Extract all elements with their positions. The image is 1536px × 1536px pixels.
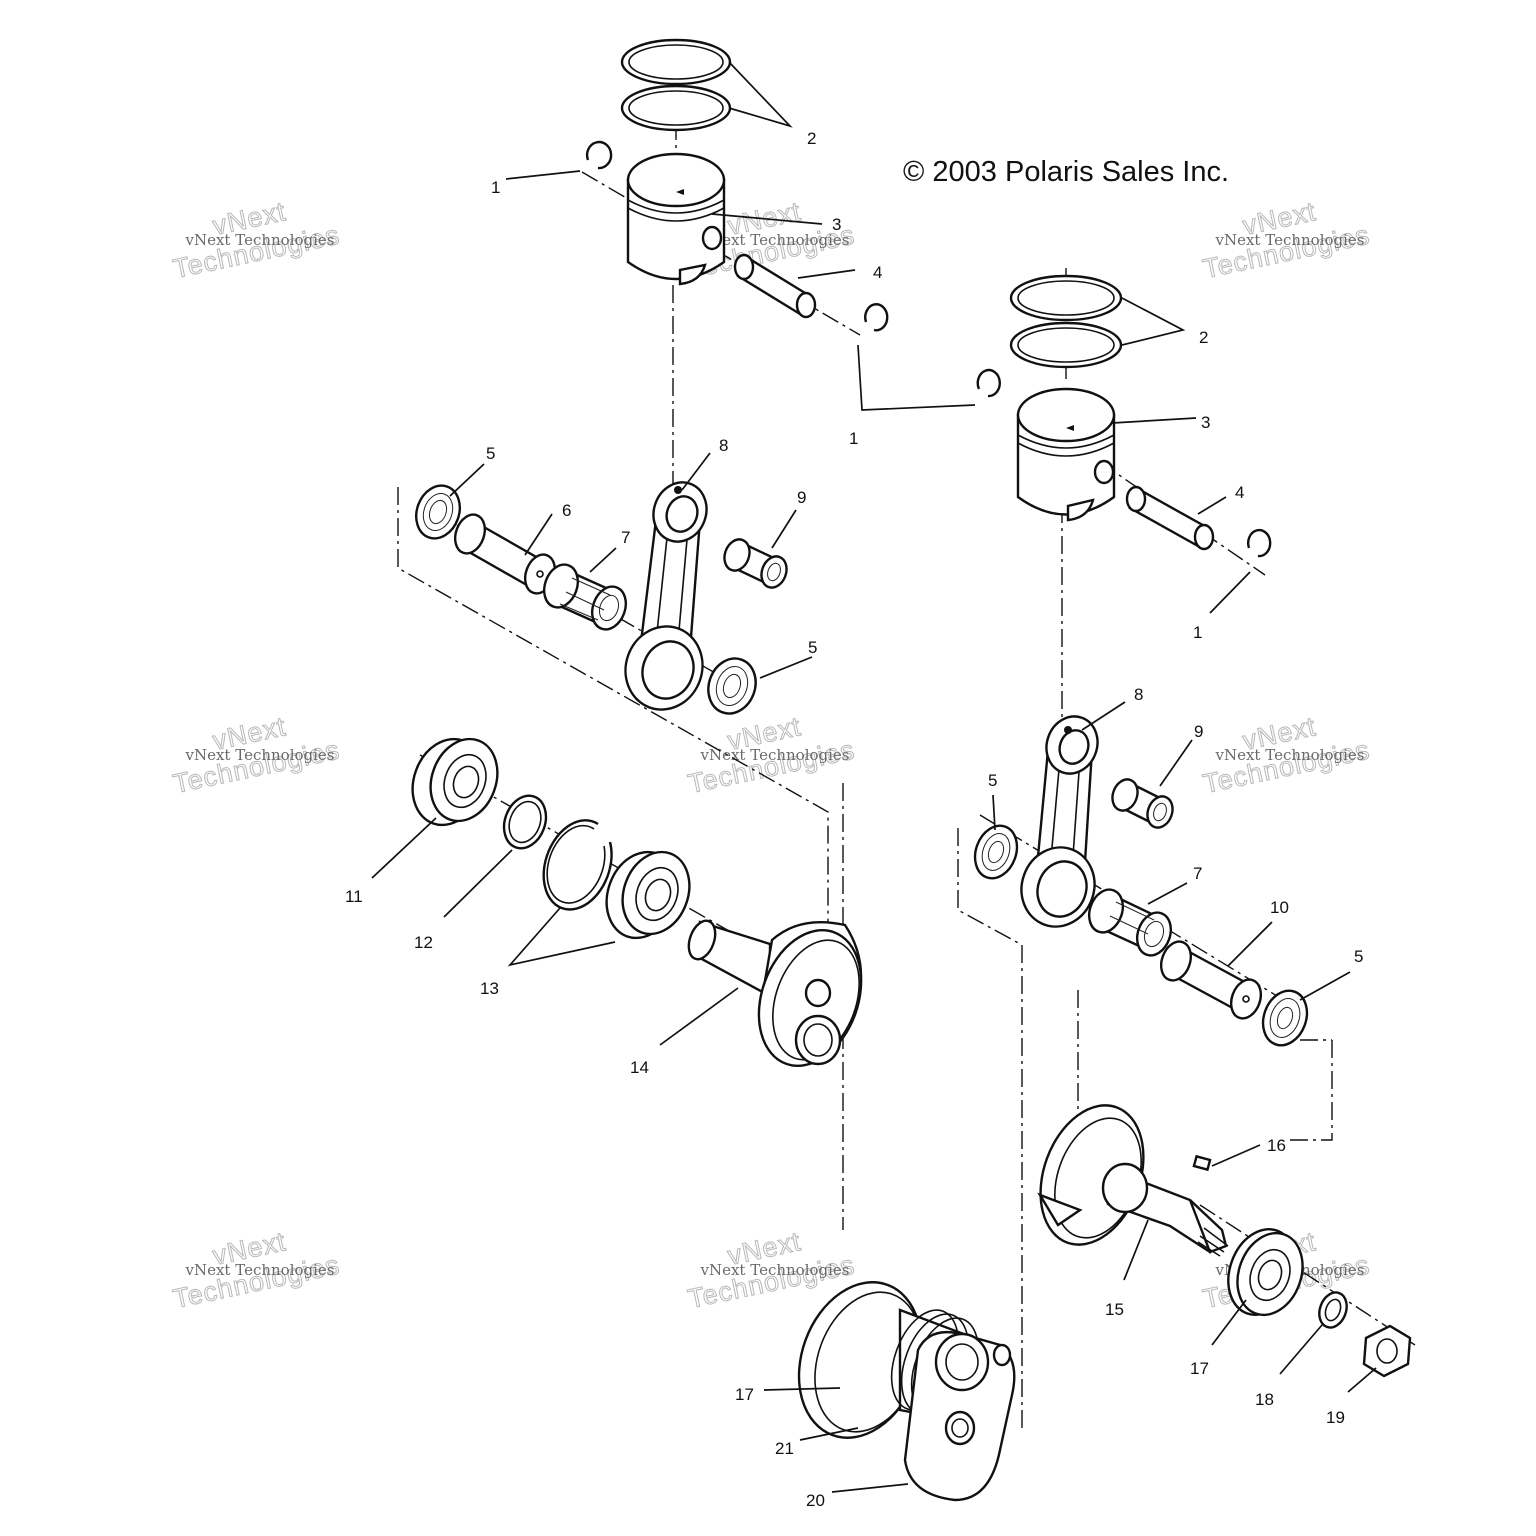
thrust-washer-left-a (415, 484, 461, 540)
svg-text:vNext Technologies: vNext Technologies (699, 1261, 849, 1279)
svg-text:vNext Technologies: vNext Technologies (699, 231, 849, 249)
circlip-right-2 (1247, 528, 1272, 558)
callout-11: 11 (345, 887, 363, 906)
callout-4: 4 (1235, 483, 1244, 502)
thrust-washer-left-b (707, 657, 757, 715)
crankshaft-half-right (1037, 1104, 1229, 1257)
callout-19: 19 (1326, 1408, 1345, 1427)
needle-bearing-left-small (723, 538, 788, 589)
callout-7: 7 (621, 528, 630, 547)
callout-8: 8 (719, 436, 728, 455)
callout-18: 18 (1255, 1390, 1274, 1409)
callout-4: 4 (873, 263, 882, 282)
callout-9: 9 (797, 488, 806, 507)
leader-lines (371, 61, 1377, 1493)
callout-20: 20 (806, 1491, 825, 1510)
svg-text:vNext Technologies: vNext Technologies (184, 1261, 334, 1279)
crank-nut (1362, 1324, 1412, 1378)
svg-text:vNext Technologies: vNext Technologies (699, 746, 849, 764)
needle-bearing-right-big (1087, 888, 1173, 957)
callout-5: 5 (1354, 947, 1363, 966)
ball-bearing-left-outer (411, 737, 499, 827)
callout-1: 1 (1193, 623, 1202, 642)
svg-text:vNext Technologies: vNext Technologies (184, 231, 334, 249)
crankshaft-half-left (687, 919, 863, 1067)
copyright-notice: © 2003 Polaris Sales Inc. (903, 156, 1229, 188)
watermark: vNext Technologies vNext Technologies vN… (170, 196, 1373, 1315)
piston-rings-left (620, 38, 732, 132)
circlip-right-1 (976, 368, 1001, 398)
callout-5: 5 (988, 771, 997, 790)
crankshaft-assembly (797, 1281, 1016, 1502)
woodruff-key (1192, 1154, 1212, 1172)
crank-pin-right (1159, 940, 1263, 1020)
callout-1: 1 (849, 429, 858, 448)
thrust-washer-right-a (973, 824, 1019, 880)
svg-text:vNext Technologies: vNext Technologies (1214, 746, 1364, 764)
callout-16: 16 (1267, 1136, 1286, 1155)
piston-rings-right (1009, 274, 1123, 369)
callout-9: 9 (1194, 722, 1203, 741)
callout-3: 3 (1201, 413, 1210, 432)
ball-bearing-right-outer (1227, 1228, 1304, 1317)
crank-pin-left (453, 513, 557, 595)
callout-labels: 1 1 1 2 2 3 3 4 4 5 5 5 5 6 7 7 8 8 9 9 … (345, 129, 1363, 1510)
svg-text:vNext Technologies: vNext Technologies (184, 746, 334, 764)
circlip-left-2 (864, 303, 889, 332)
connecting-rod-right (1020, 715, 1099, 928)
circlip-left-1 (585, 140, 613, 170)
callout-5: 5 (486, 444, 495, 463)
callout-10: 10 (1270, 898, 1289, 917)
needle-bearing-right-small (1111, 778, 1174, 829)
callout-7: 7 (1193, 864, 1202, 883)
callout-15: 15 (1105, 1300, 1124, 1319)
callout-1: 1 (491, 178, 500, 197)
ball-bearing-left-inner (605, 850, 691, 940)
wrist-pin-left (733, 253, 817, 319)
connecting-rod-left (624, 481, 708, 711)
lock-washer (1318, 1291, 1348, 1329)
callout-21: 21 (775, 1439, 794, 1458)
needle-bearing-left-big (542, 563, 628, 631)
callout-17: 17 (735, 1385, 754, 1404)
callout-2: 2 (807, 129, 816, 148)
snap-ring-left (542, 819, 613, 911)
shim-ring-left (502, 794, 548, 850)
callout-13: 13 (480, 979, 499, 998)
piston-right (1016, 387, 1116, 522)
callout-12: 12 (414, 933, 433, 952)
callout-14: 14 (630, 1058, 649, 1077)
callout-17: 17 (1190, 1359, 1209, 1378)
piston-left (626, 152, 726, 286)
callout-2: 2 (1199, 328, 1208, 347)
wrist-pin-right (1125, 485, 1215, 551)
callout-8: 8 (1134, 685, 1143, 704)
callout-3: 3 (832, 215, 841, 234)
svg-text:vNext Technologies: vNext Technologies (1214, 231, 1364, 249)
thrust-washer-right-b (1261, 989, 1309, 1047)
callout-5: 5 (808, 638, 817, 657)
callout-6: 6 (562, 501, 571, 520)
